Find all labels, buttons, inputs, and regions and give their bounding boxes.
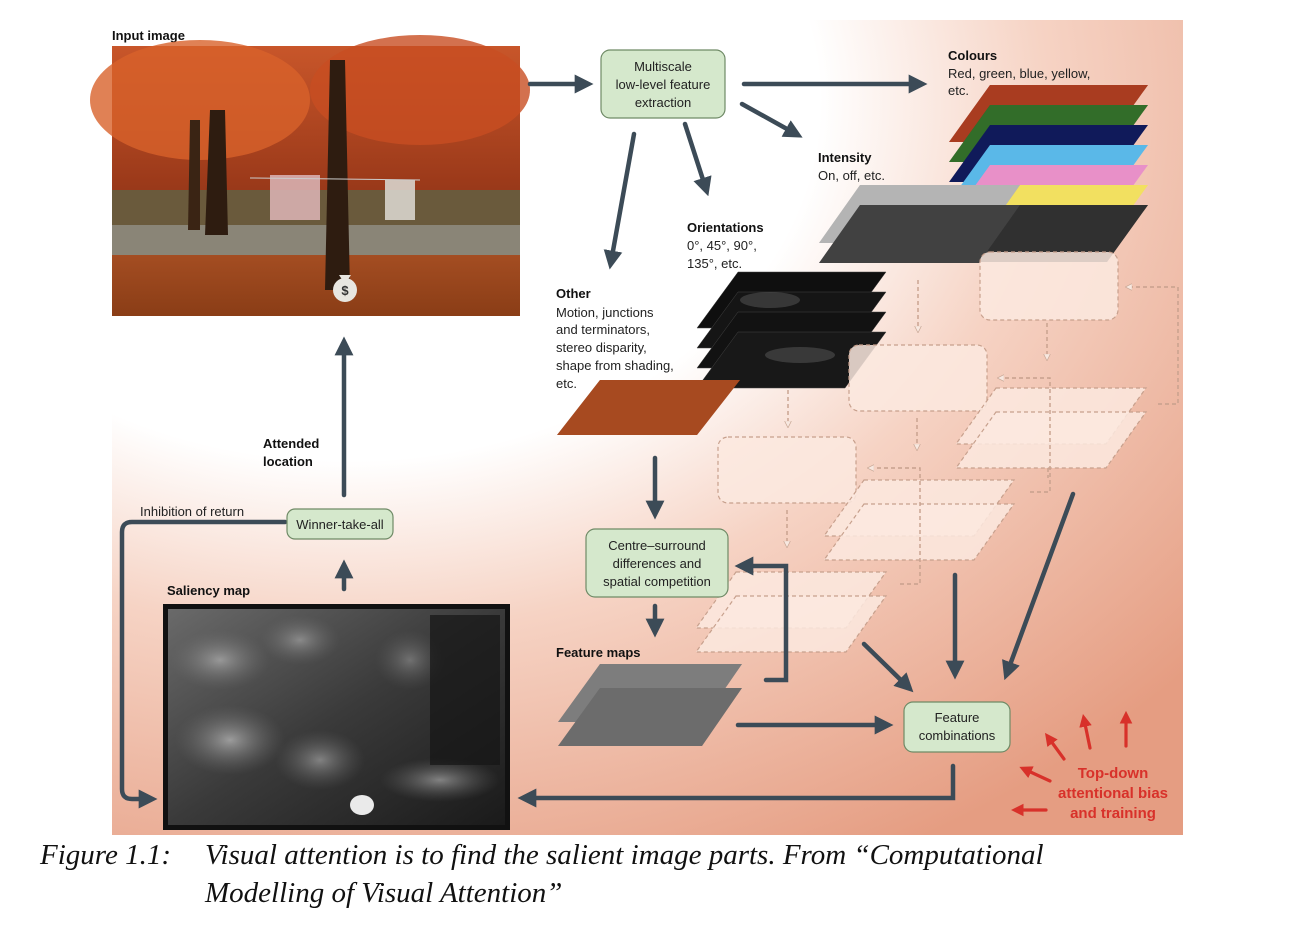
attended-location-line-1: Attended (263, 436, 319, 451)
colours-desc-2: etc. (948, 83, 969, 98)
saliency-map-image (163, 604, 510, 830)
input-image: $ (90, 35, 530, 316)
top-down-line-3: and training (1070, 805, 1156, 822)
centre-surround-line-2: differences and (613, 556, 702, 571)
colours-title: Colours (948, 48, 997, 63)
colour-maps-stack (949, 85, 1148, 262)
inhibition-of-return-label: Inhibition of return (140, 504, 244, 519)
intensity-desc: On, off, etc. (818, 168, 885, 183)
caption-line-1: Visual attention is to find the salient … (205, 839, 1044, 871)
saliency-map-label: Saliency map (167, 583, 250, 598)
top-down-arrows (1010, 710, 1133, 817)
orientations-desc-1: 0°, 45°, 90°, (687, 238, 757, 253)
centre-surround-line-1: Centre–surround (608, 538, 706, 553)
winner-take-all-label: Winner-take-all (296, 517, 384, 532)
caption-line-2: Modelling of Visual Attention” (205, 877, 563, 909)
caption-number: Figure 1.1: (40, 839, 172, 871)
other-desc-4: shape from shading, (556, 358, 674, 373)
top-down-line-1: Top-down (1078, 765, 1149, 782)
input-image-label: Input image (112, 28, 185, 43)
orientations-desc-2: 135°, etc. (687, 256, 742, 271)
figure-caption: Figure 1.1: Visual attention is to find t… (40, 836, 1280, 912)
top-down-line-2: attentional bias (1058, 785, 1168, 802)
orientation-maps-stack (696, 271, 887, 389)
multiscale-line-3: extraction (635, 95, 691, 110)
multiscale-extraction-box (600, 49, 726, 119)
feature-maps-stack (558, 664, 742, 746)
centre-surround-box (585, 528, 729, 598)
other-desc-1: Motion, junctions (556, 305, 654, 320)
other-desc-5: etc. (556, 376, 577, 391)
orientations-title: Orientations (687, 220, 764, 235)
centre-surround-line-3: spatial competition (603, 574, 711, 589)
intensity-title: Intensity (818, 150, 872, 165)
colours-desc-1: Red, green, blue, yellow, (948, 66, 1090, 81)
attended-location-line-2: location (263, 454, 313, 469)
svg-text:$: $ (341, 283, 349, 298)
other-desc-3: stereo disparity, (556, 340, 647, 355)
dashed-arrows (787, 280, 1179, 585)
dashed-processing-elements (694, 251, 1148, 653)
money-bag-icon: $ (333, 275, 357, 302)
intensity-maps-stack (819, 185, 1020, 263)
winner-take-all-box (286, 508, 394, 540)
feature-combinations-line-1: Feature (935, 710, 980, 725)
multiscale-line-2: low-level feature (616, 77, 711, 92)
other-title: Other (556, 286, 591, 301)
other-desc-2: and terminators, (556, 322, 650, 337)
feature-combinations-line-2: combinations (919, 728, 996, 743)
feature-maps-label: Feature maps (556, 645, 641, 660)
multiscale-line-1: Multiscale (634, 59, 692, 74)
flow-arrows (119, 74, 1076, 809)
feature-combinations-box (903, 701, 1011, 753)
